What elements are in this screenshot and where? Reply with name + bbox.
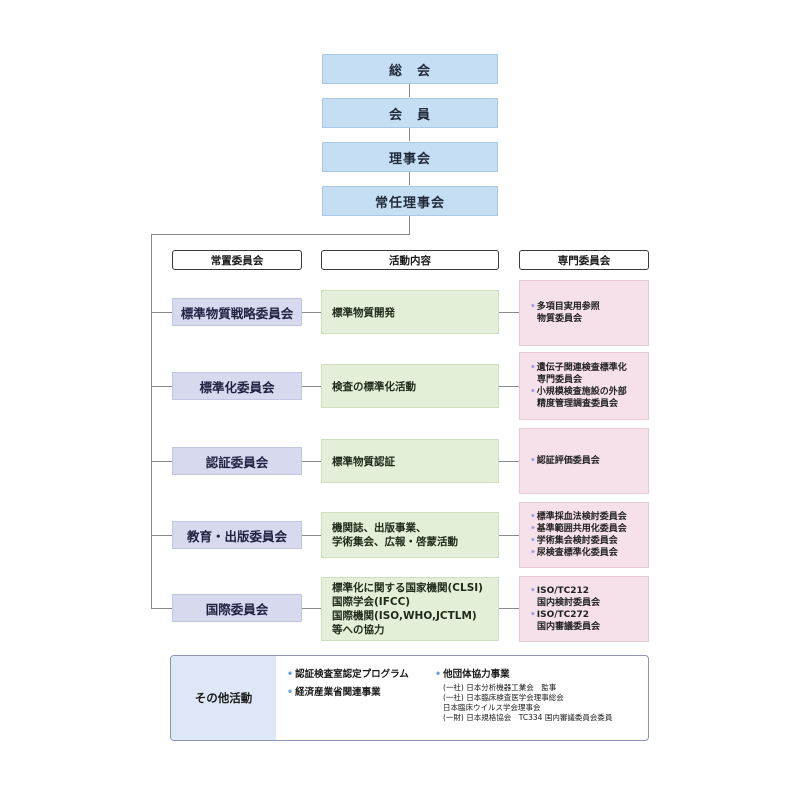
trunk-line bbox=[151, 234, 152, 608]
cooperation-list: •他団体協力事業 (一社) 日本分析機器工業会 監事 (一社) 日本臨床検査医学… bbox=[435, 668, 612, 723]
connector bbox=[151, 312, 172, 313]
activity-text: 等への協力 bbox=[332, 624, 385, 636]
cooperation-line: (一社) 日本臨床検査医学会理事総会 bbox=[443, 693, 564, 702]
activity-text: 検査の標準化活動 bbox=[332, 380, 416, 393]
expert-committee-item: •学術集会検討委員会 bbox=[530, 536, 618, 546]
connector bbox=[409, 171, 410, 185]
other-activities-list: •認証検査室認定プログラム •経済産業省関連事業 bbox=[287, 668, 409, 704]
activity-text: 学術集会、広報・啓蒙活動 bbox=[332, 536, 458, 548]
expert-committee-item: •多項目実用参照物質委員会 bbox=[530, 302, 600, 324]
cooperation-line: (一財) 日本規格協会 TC334 国内審議委員会委員 bbox=[443, 713, 613, 722]
cooperation-title: •他団体協力事業 bbox=[435, 669, 510, 680]
connector bbox=[151, 608, 172, 609]
committee-box: 認証委員会 bbox=[172, 447, 302, 475]
connector bbox=[302, 386, 321, 387]
connector bbox=[302, 535, 321, 536]
connector bbox=[499, 608, 519, 609]
expert-committee-item: •小規模検査施設の外部精度管理調査委員会 bbox=[530, 387, 627, 409]
connector bbox=[302, 461, 321, 462]
connector bbox=[499, 386, 519, 387]
committee-box: 国際委員会 bbox=[172, 594, 302, 622]
cooperation-line: 日本臨床ウイルス学会理事会 bbox=[443, 703, 541, 712]
connector bbox=[151, 234, 410, 235]
expert-committee-box: •認証評価委員会 bbox=[519, 428, 649, 494]
activity-box: 標準物質開発 bbox=[321, 290, 499, 334]
cooperation-line: (一社) 日本分析機器工業会 監事 bbox=[443, 683, 557, 692]
activity-text: 標準物質認証 bbox=[332, 455, 395, 468]
expert-committee-item: •遺伝子関連検査標準化専門委員会 bbox=[530, 363, 627, 385]
activity-text: 標準化に関する国家機関(CLSI) bbox=[332, 582, 483, 594]
connector bbox=[499, 312, 519, 313]
expert-committee-box: •多項目実用参照物質委員会 bbox=[519, 280, 649, 346]
connector bbox=[151, 461, 172, 462]
activity-text: 標準物質開発 bbox=[332, 306, 395, 319]
connector bbox=[499, 535, 519, 536]
other-activity-item: •経済産業省関連事業 bbox=[287, 687, 381, 698]
general-meeting-box: 総 会 bbox=[322, 54, 498, 84]
members-box: 会 員 bbox=[322, 98, 498, 128]
committee-box: 標準物質戦略委員会 bbox=[172, 298, 302, 326]
connector bbox=[499, 461, 519, 462]
connector bbox=[302, 608, 321, 609]
committee-box: 教育・出版委員会 bbox=[172, 521, 302, 549]
other-activity-item: •認証検査室認定プログラム bbox=[287, 669, 409, 680]
connector bbox=[409, 83, 410, 97]
expert-committee-item: •標準採血法検討委員会 bbox=[530, 512, 627, 522]
activity-text: 国際学会(IFCC) bbox=[332, 596, 411, 608]
connector bbox=[151, 535, 172, 536]
header-expert-committees: 専門委員会 bbox=[519, 250, 649, 270]
header-standing-committees: 常置委員会 bbox=[172, 250, 302, 270]
activity-box: 機関誌、出版事業、 学術集会、広報・啓蒙活動 bbox=[321, 512, 499, 558]
connector bbox=[302, 312, 321, 313]
header-activities: 活動内容 bbox=[321, 250, 499, 270]
board-box: 理事会 bbox=[322, 142, 498, 172]
expert-committee-box: •遺伝子関連検査標準化専門委員会 •小規模検査施設の外部精度管理調査委員会 bbox=[519, 352, 649, 420]
activity-box: 標準化に関する国家機関(CLSI) 国際学会(IFCC) 国際機関(ISO,WH… bbox=[321, 577, 499, 641]
other-activities-title: その他活動 bbox=[171, 656, 276, 740]
connector bbox=[409, 215, 410, 235]
connector bbox=[409, 127, 410, 141]
activity-box: 標準物質認証 bbox=[321, 439, 499, 483]
expert-committee-box: •標準採血法検討委員会 •基準範囲共用化委員会 •学術集会検討委員会 •尿検査標… bbox=[519, 502, 649, 568]
activity-box: 検査の標準化活動 bbox=[321, 364, 499, 408]
expert-committee-item: •認証評価委員会 bbox=[530, 456, 600, 466]
committee-box: 標準化委員会 bbox=[172, 372, 302, 400]
expert-committee-item: •基準範囲共用化委員会 bbox=[530, 524, 627, 534]
activity-text: 国際機関(ISO,WHO,JCTLM) bbox=[332, 610, 477, 622]
other-activities-panel: その他活動 •認証検査室認定プログラム •経済産業省関連事業 •他団体協力事業 … bbox=[170, 655, 649, 741]
activity-text: 機関誌、出版事業、 bbox=[332, 522, 427, 534]
connector bbox=[151, 386, 172, 387]
expert-committee-item: •尿検査標準化委員会 bbox=[530, 548, 618, 558]
executive-board-box: 常任理事会 bbox=[322, 186, 498, 216]
